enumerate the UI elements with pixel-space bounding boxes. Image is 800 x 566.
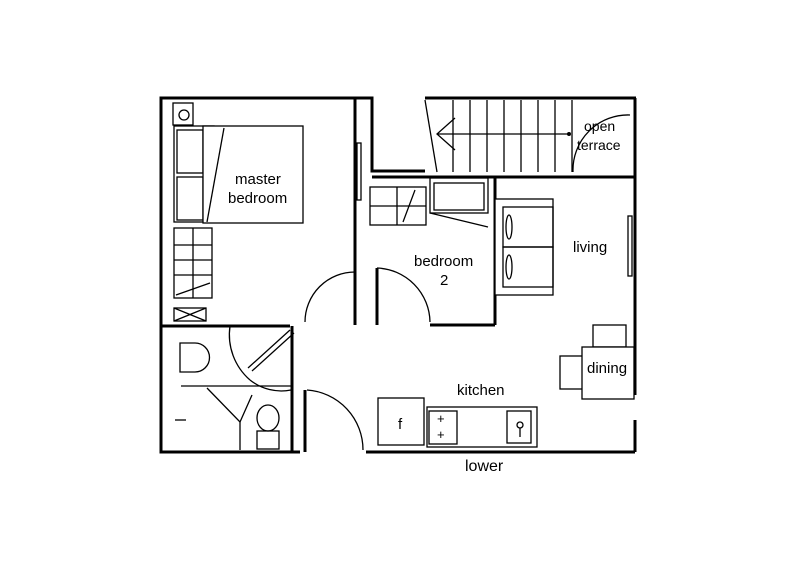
svg-text:+: + (437, 427, 445, 442)
kitchen-counter: ++ (377, 397, 538, 448)
stove (428, 410, 458, 445)
label-bedroom-2: bedroom (414, 253, 473, 270)
fridge (377, 397, 425, 446)
door-swing (228, 325, 251, 381)
label-level: lower (465, 458, 504, 475)
door-swing (376, 267, 431, 323)
label-kitchen: kitchen (457, 382, 505, 399)
window (627, 215, 633, 277)
window (356, 142, 362, 201)
door-swing (304, 271, 356, 323)
column (172, 102, 194, 126)
label-master-bedroom: master (235, 171, 281, 188)
label-fridge: f (398, 416, 403, 433)
label-master-bedroom: bedroom (228, 190, 287, 207)
dining-table (559, 324, 635, 400)
bathroom-fixtures (175, 342, 292, 450)
label-terrace: terrace (577, 137, 621, 153)
label-dining: dining (587, 360, 627, 377)
sofa (494, 198, 554, 296)
label-terrace: open (584, 118, 615, 134)
desk (429, 177, 489, 214)
door-swing (306, 389, 364, 451)
label-bedroom-2: 2 (440, 272, 448, 289)
stairs (424, 99, 631, 173)
sink (506, 410, 532, 444)
label-living: living (573, 239, 607, 256)
wardrobe (173, 227, 213, 299)
storage (173, 307, 207, 322)
svg-text:+: + (437, 411, 445, 426)
